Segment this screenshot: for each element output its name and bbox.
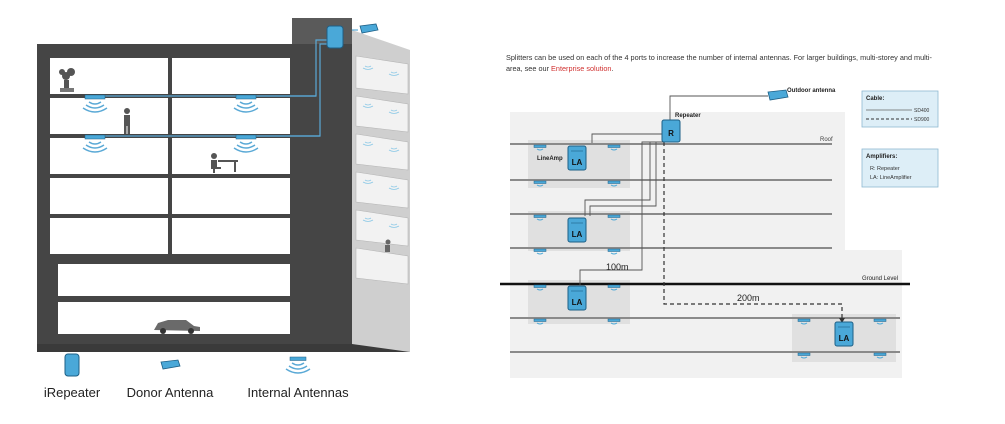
left-building [37,18,410,352]
repeater-r-letter: R [668,129,674,138]
cable-legend-solid: SD400 [914,108,930,114]
floor-windows [50,58,290,334]
person-standing-icon [124,108,130,134]
plant-icon [59,68,75,92]
lineamp-label: LineAmp [537,156,563,162]
cable-legend-dashed: SD900 [914,117,930,123]
outdoor-antenna-icon [767,89,789,101]
person-at-desk-icon [211,153,238,173]
lineamp-box-ground[interactable]: LA [567,285,587,311]
legend-internal-label: Internal Antennas [247,385,349,400]
outdoor-antenna-label: Outdoor antenna [787,88,836,94]
repeater-r-icon[interactable] [661,119,681,143]
la-ground-label: LA [572,298,583,307]
cable-legend-title: Cable: [866,96,884,102]
lineamp-box-middle[interactable]: LA [567,217,587,243]
ground-level-label: Ground Level [862,276,898,282]
intro-end: . [611,64,614,73]
cable-legend: Cable: SD400 SD900 [861,90,939,128]
lineamp-box-basement[interactable]: LA [834,321,854,347]
repeater-label: Repeater [675,113,701,119]
sd400-cables [579,95,768,285]
side-person-icon [385,239,391,252]
intro-paragraph: Splitters can be used on each of the 4 p… [506,52,946,74]
lineamp-box-roof[interactable]: LA [567,145,587,171]
la-basement-label: LA [839,334,850,343]
amplifiers-legend: Amplifiers: R: Repeater LA: LineAmplifie… [861,148,939,188]
right-diagram: Outdoor antenna R Repeater Roof LineAmp … [500,88,939,378]
la-roof-label: LA [572,158,583,167]
floor-lines [510,143,900,353]
legend-donor-label: Donor Antenna [127,385,215,400]
enterprise-solution-link[interactable]: Enterprise solution [551,64,612,73]
distance-100m-label: 100m [606,262,629,272]
sd900-cable [663,142,843,322]
car-icon [154,320,200,334]
intro-text: Splitters can be used on each of the 4 p… [506,53,932,73]
donor-antenna-icon [352,23,379,34]
legend-repeater-label: iRepeater [44,385,101,400]
left-legend: iRepeater Donor Antenna Internal Antenna… [44,353,349,400]
amplifiers-legend-r: R: Repeater [870,166,900,172]
legend-donor-icon [160,359,181,370]
distance-200m-label: 200m [737,293,760,303]
legend-repeater-icon [64,353,80,377]
legend-internal-icon [285,356,311,374]
amplifiers-legend-la: LA: LineAmplifier [870,175,912,181]
internal-cables [100,39,330,137]
amplifiers-legend-title: Amplifiers: [866,154,897,160]
sd900-arrow [839,318,845,323]
la-middle-label: LA [572,230,583,239]
roof-label: Roof [820,137,833,143]
internal-antennas [82,94,259,153]
repeater-box-icon [326,25,344,49]
